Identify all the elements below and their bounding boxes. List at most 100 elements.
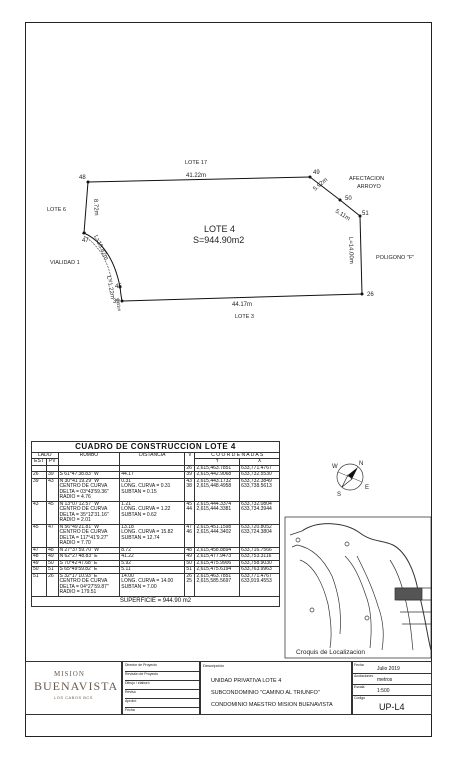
codigo-value: UP-L4 <box>379 702 405 712</box>
table-cell-dist: 14.00 LONG. CURVA = 14.00 SUBTAN = 7.00 <box>119 572 186 597</box>
table-cell-dist: 0.31 LONG. CURVA = 0.31 SUBTAN = 0.15 <box>119 477 186 502</box>
compass-e: E <box>365 485 369 491</box>
compass-w: W <box>332 464 338 470</box>
drawing-sheet <box>25 22 432 737</box>
table-cell-rumbo: N 56°49'21.81" W CENTRO DE CURVA DELTA =… <box>57 523 121 548</box>
table-cell-v: 43 38 <box>184 477 196 502</box>
table-cell-v: 26 25 <box>184 572 196 597</box>
location-map <box>284 516 432 659</box>
table-cell-est: 43 <box>30 500 48 525</box>
approval-label: Dibujo / elaboró <box>125 681 199 690</box>
easement-label-2: ARROYO <box>357 184 382 190</box>
approval-label: Director de Proyecto <box>125 663 199 672</box>
logo-cell: MISION BUENAVISTA LOS CABOS BCS <box>25 661 122 715</box>
table-cell-pv: 50 <box>46 559 59 567</box>
vertex-26-marker <box>360 292 364 296</box>
vertex-50-marker <box>338 198 342 202</box>
fecha-label: Fecha <box>354 663 364 667</box>
vertex-50-label: 50 <box>345 196 352 202</box>
vertex-49-label: 49 <box>313 170 320 176</box>
table-cell-est: 39 <box>30 477 48 502</box>
lot-area: S=944.90m2 <box>193 235 244 245</box>
table-cell-pv: 49 <box>46 553 59 561</box>
lot-boundary-left <box>83 181 89 234</box>
header-rumbo: RUMBO <box>57 451 121 466</box>
neighbor-top-label: LOTE 17 <box>185 160 207 166</box>
desc-line-2: SUBCONDOMINIO "CAMINO AL TRIUNFO" <box>211 690 320 696</box>
dist-curve-label: L=15.82m <box>92 234 109 261</box>
road-label: VIALIDAD 1 <box>50 260 80 266</box>
lot-boundary-right <box>359 215 363 295</box>
lot-name: LOTE 4 <box>204 224 235 234</box>
header-v: V <box>184 451 196 466</box>
neighbor-left-label: LOTE 6 <box>47 207 66 213</box>
vertex-45-marker <box>118 285 122 289</box>
dist-tiny-label: 0.31m <box>115 298 122 311</box>
vertex-45-label: 45 <box>115 284 122 290</box>
table-cell-x: 633,753.3116 <box>239 553 280 561</box>
table-title: CUADRO DE CONSTRUCCION LOTE 4 <box>31 441 280 453</box>
table-cell-pv: 48 <box>46 546 59 554</box>
table-cell-v: 45 44 <box>184 500 196 525</box>
table-cell-rumbo: N 13°07'12.57" W CENTRO DE CURVA DELTA =… <box>57 500 121 525</box>
compass-s: S <box>337 492 341 498</box>
table-cell-pv: 45 <box>46 500 59 525</box>
table-cell-v: 49 <box>184 553 196 561</box>
lot-boundary-segment-50-51 <box>339 199 361 217</box>
north-arrow <box>336 463 364 491</box>
table-cell-y: 2,615,463.7851 2,615,585.5697 <box>194 572 241 597</box>
table-cell-rumbo: S 32°17'10.93" E CENTRO DE CURVA DELTA =… <box>57 572 121 597</box>
desc-label: Descripción <box>203 663 224 668</box>
table-cell-pv: 26 <box>46 572 59 597</box>
description-cell: Descripción UNIDAD PRIVATIVA LOTE 4 SUBC… <box>200 661 352 715</box>
approval-label: Aprobó <box>125 699 199 708</box>
table-cell-est: 51 <box>30 572 48 597</box>
construction-table: CUADRO DE CONSTRUCCION LOTE 4 LADO RUMBO… <box>30 441 280 607</box>
table-cell-x: 633,732.3849 633,738.5613 <box>239 477 280 502</box>
header-distancia: DISTANCIA <box>119 451 186 466</box>
meta-cell: Fecha Julio 2019 Acotaciones metros Esca… <box>352 661 432 715</box>
logo-line1: MISION <box>54 670 85 678</box>
neighbor-bottom-label: LOTE 3 <box>235 314 254 320</box>
vertex-48-marker <box>86 180 90 184</box>
vertex-49-marker <box>308 175 312 179</box>
table-cell-x: 633,771.4767 633,919.4553 <box>239 572 280 597</box>
approval-label: Revisión de Proyecto <box>125 672 199 681</box>
superficie: SUPERFICIE = 944.90 m2 <box>31 595 280 607</box>
escala-label: Escala <box>354 685 365 689</box>
dist-top-label: 41.22m <box>186 173 206 179</box>
approval-label: Revisó <box>125 690 199 699</box>
lot-boundary-small-curve <box>119 286 123 302</box>
vertex-51-marker <box>358 214 362 218</box>
vertex-26-label: 26 <box>367 292 374 298</box>
table-cell-pv: 43 <box>46 477 59 502</box>
compass-n: N <box>359 461 363 467</box>
vertex-48-label: 48 <box>79 175 86 181</box>
table-cell-dist: 13.18 LONG. CURVA = 15.82 SUBTAN = 12.74 <box>119 523 186 548</box>
table-cell-v: 47 46 <box>184 523 196 548</box>
table-cell-x: 633,720.8052 633,724.3804 <box>239 523 280 548</box>
dist-50-51-label: 5.11m <box>334 209 351 223</box>
fecha-value: Julio 2019 <box>377 666 400 672</box>
table-cell-x: 633,716.7566 <box>239 546 280 554</box>
table-cell-v: 48 <box>184 546 196 554</box>
vertex-51-label: 51 <box>362 211 369 217</box>
table-cell-x: 633,758.9030 <box>239 559 280 567</box>
dist-right-label: L=14.00m <box>347 237 354 264</box>
lot-boundary-segment-49-50 <box>309 176 341 201</box>
lot-boundary-top <box>87 176 311 183</box>
table-cell-x: 633,732.0804 633,734.3944 <box>239 500 280 525</box>
table-cell-y: 2,615,451.1598 2,615,444.3402 <box>194 523 241 548</box>
acot-label: Acotaciones <box>354 674 374 678</box>
table-cell-rumbo: N 30°41'19.29" W CENTRO DE CURVA DELTA =… <box>57 477 121 502</box>
table-cell-dist: 1.21 LONG. CURVA = 1.22 SUBTAN = 0.62 <box>119 500 186 525</box>
table-cell-y: 2,615,443.1732 2,615,448.4958 <box>194 477 241 502</box>
